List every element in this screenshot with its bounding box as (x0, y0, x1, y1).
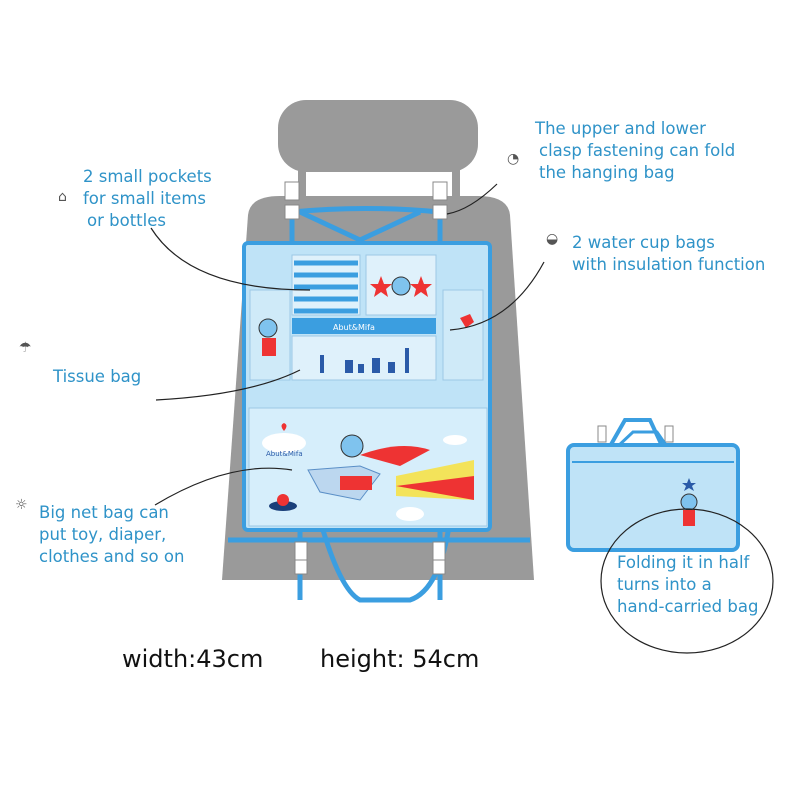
folded-bag (566, 418, 740, 552)
gauge-icon: ◔ (507, 151, 520, 167)
folding-callout-circle (600, 508, 774, 654)
brand-band-text: Abut&Mifa (333, 323, 375, 332)
brand-net-text: Abut&Mifa (266, 450, 303, 458)
net-line-3: clothes and so on (39, 547, 185, 566)
clasp-line-2: clasp fastening can fold (539, 141, 736, 160)
tissue-callout: Tissue bag (53, 366, 141, 388)
clasp-line-1: The upper and lower (535, 119, 706, 138)
cup-icon: ◒ (546, 231, 559, 247)
organizer: Abut&Mifa Abut&Mifa (242, 241, 492, 532)
width-dimension: width:43cm (122, 645, 264, 673)
water-line-2: with insulation function (572, 255, 766, 274)
umbrella-icon: ☂ (19, 340, 32, 356)
basket-icon: ⌂ (58, 189, 67, 205)
height-dimension: height: 54cm (320, 645, 480, 673)
tissue-line-1: Tissue bag (53, 367, 142, 386)
clasp-line-3: the hanging bag (539, 163, 675, 182)
net-line-1: Big net bag can (39, 503, 169, 522)
folding-callout: Folding it in half turns into a hand-car… (617, 552, 758, 618)
folding-line-1: Folding it in half (617, 553, 750, 572)
folding-line-3: hand-carried bag (617, 597, 759, 616)
water-line-1: 2 water cup bags (572, 233, 715, 252)
folding-line-2: turns into a (617, 575, 712, 594)
pockets-line-3: or bottles (87, 211, 166, 230)
callout-lines (150, 183, 545, 506)
water-callout: 2 water cup bags with insulation functio… (572, 232, 765, 276)
net-line-2: put toy, diaper, (39, 525, 167, 544)
pockets-callout: 2 small pockets for small items or bottl… (83, 166, 212, 232)
clasps (284, 181, 448, 575)
net-callout: Big net bag can put toy, diaper, clothes… (39, 502, 184, 568)
pockets-line-1: 2 small pockets (83, 167, 212, 186)
clasp-callout: The upper and lower clasp fastening can … (535, 118, 735, 184)
pockets-line-2: for small items (83, 189, 207, 208)
sun-icon: ☼ (15, 497, 28, 513)
